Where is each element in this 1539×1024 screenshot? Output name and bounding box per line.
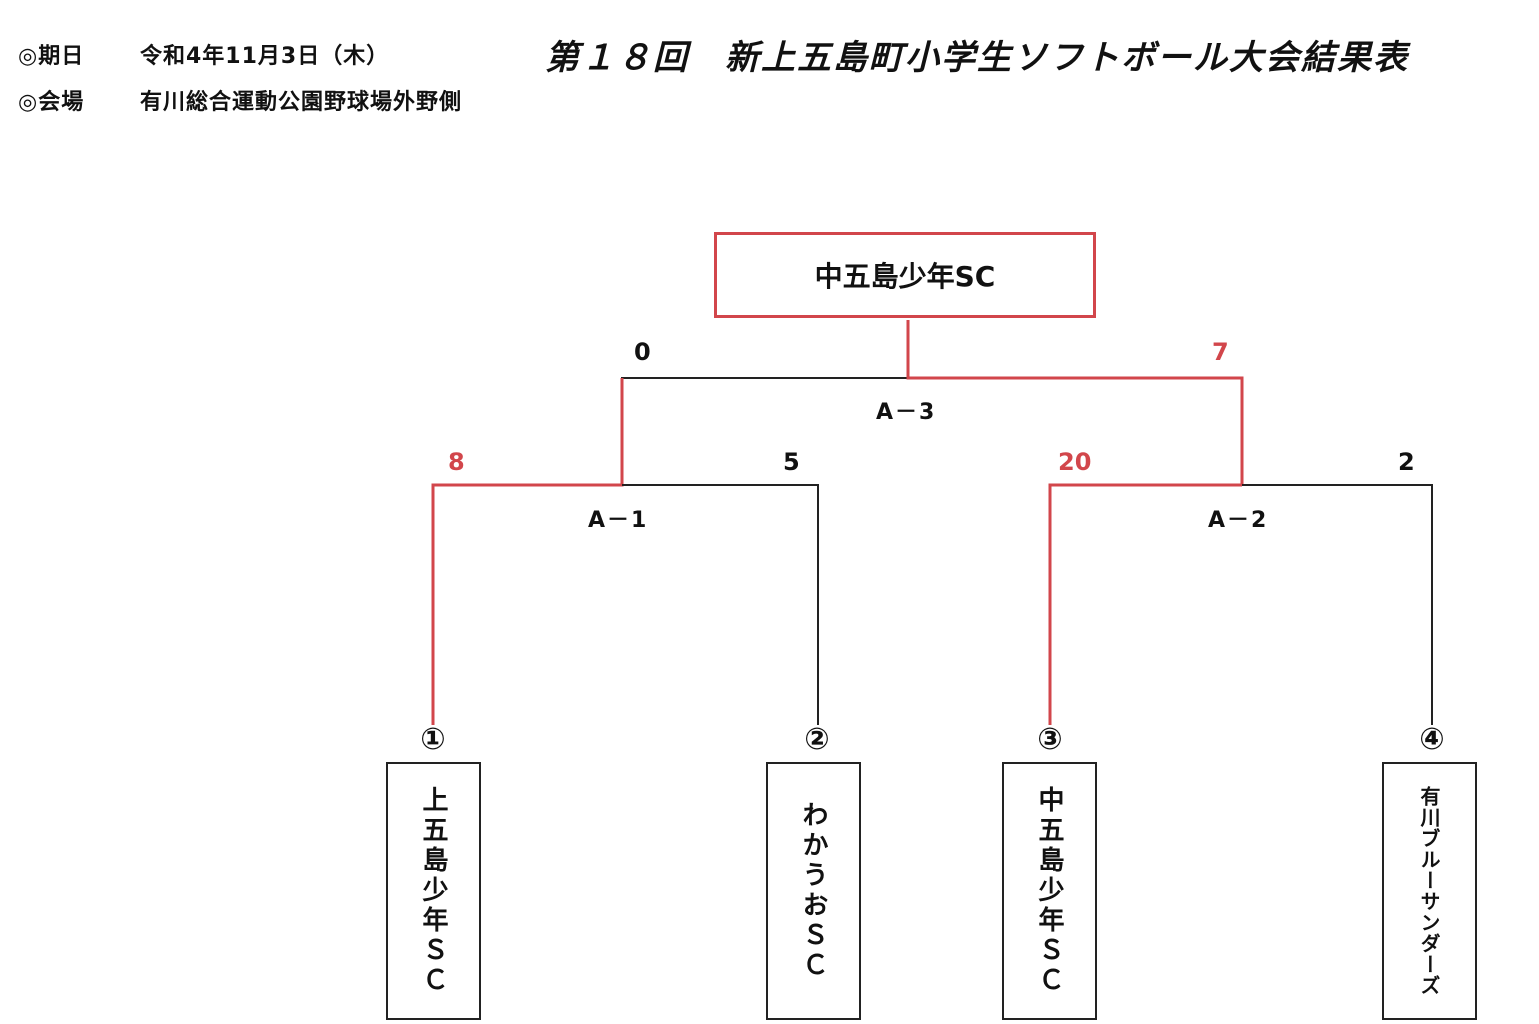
team-box-2: わかうおＳＣ	[766, 762, 861, 1020]
date-row: ◎期日 令和4年11月3日（木）	[18, 38, 389, 70]
date-label: ◎期日	[18, 44, 85, 69]
team-box-1: 上五島少年ＳＣ	[386, 762, 481, 1020]
page-title: 第１８回 新上五島町小学生ソフトボール大会結果表	[545, 38, 1409, 78]
champion-box: 中五島少年SC	[714, 232, 1096, 318]
semi-left-score-b: 5	[783, 448, 800, 476]
champion-name: 中五島少年SC	[814, 260, 996, 293]
final-left-line	[621, 377, 908, 485]
game-label-final: A－3	[876, 400, 937, 425]
seed-1: ①	[420, 722, 446, 757]
semi-left-score-a: 8	[448, 448, 465, 476]
seed-2: ②	[804, 722, 830, 757]
seed-3: ③	[1037, 722, 1063, 757]
team-name-3: 中五島少年ＳＣ	[1034, 786, 1064, 996]
team-name-1: 上五島少年ＳＣ	[418, 786, 448, 996]
semi-right-score-a: 20	[1058, 448, 1092, 476]
team-box-4: 有川ブルーサンダーズ	[1382, 762, 1477, 1020]
semi-left-winner-line	[431, 378, 624, 725]
team-box-3: 中五島少年ＳＣ	[1002, 762, 1097, 1020]
venue-row: ◎会場 有川総合運動公園野球場外野側	[18, 84, 462, 116]
venue-value: 有川総合運動公園野球場外野側	[140, 90, 463, 115]
semi-right-winner-line	[1048, 483, 1242, 725]
venue-label: ◎会場	[18, 90, 85, 115]
final-left-score: 0	[634, 338, 651, 366]
game-label-a2: A－2	[1208, 508, 1269, 533]
semi-right-loser-line	[1242, 484, 1433, 725]
semi-left-loser-line	[622, 484, 819, 725]
final-right-line	[906, 320, 1244, 485]
date-value: 令和4年11月3日（木）	[140, 44, 390, 69]
team-name-4: 有川ブルーサンダーズ	[1417, 786, 1441, 996]
game-label-a1: A－1	[588, 508, 649, 533]
team-name-2: わかうおＳＣ	[798, 801, 828, 981]
semi-right-score-b: 2	[1398, 448, 1415, 476]
seed-4: ④	[1419, 722, 1445, 757]
final-right-score: 7	[1212, 338, 1229, 366]
